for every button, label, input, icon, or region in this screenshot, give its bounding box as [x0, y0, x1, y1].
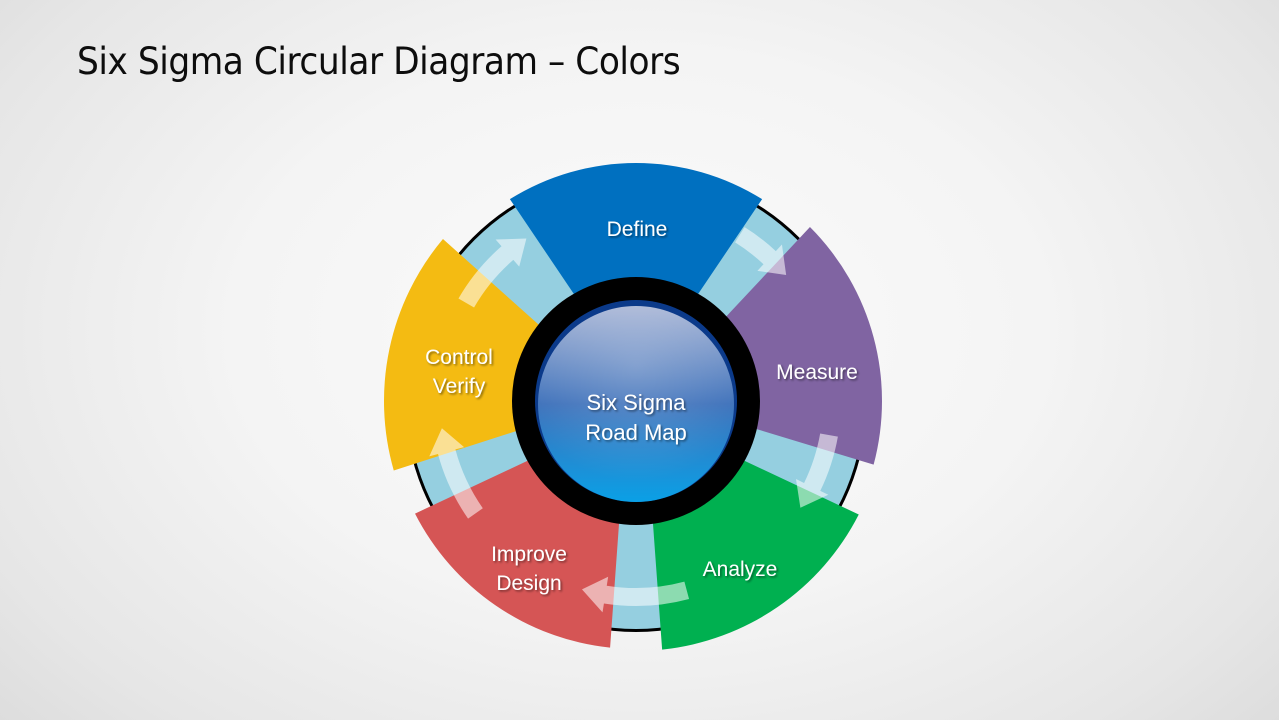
- arrow-define-to-measure-icon: [735, 227, 787, 276]
- arrow-control-to-define-icon: [458, 238, 527, 308]
- hub-shine: [538, 306, 734, 502]
- label-define: Define: [607, 218, 668, 241]
- segments-group: [383, 163, 882, 650]
- arrow-analyze-to-improve-icon: [581, 576, 690, 613]
- hub-label-line2: Road Map: [585, 420, 687, 445]
- label-control-line2: Verify: [433, 375, 486, 398]
- segment-define[interactable]: [509, 163, 763, 298]
- hub-label-line1: Six Sigma: [586, 390, 686, 415]
- label-improve: Improve: [491, 543, 567, 566]
- slide-title: Six Sigma Circular Diagram – Colors: [77, 40, 681, 83]
- arrow-measure-to-analyze-icon: [795, 433, 838, 508]
- label-control: Control: [425, 346, 493, 369]
- label-measure: Measure: [776, 361, 858, 384]
- segment-analyze[interactable]: [652, 459, 859, 650]
- arrow-improve-to-control-icon: [429, 428, 483, 519]
- segment-control[interactable]: [383, 239, 542, 471]
- label-analyze: Analyze: [703, 558, 778, 581]
- segment-measure[interactable]: [723, 227, 882, 465]
- label-improve-line2: Design: [496, 572, 561, 595]
